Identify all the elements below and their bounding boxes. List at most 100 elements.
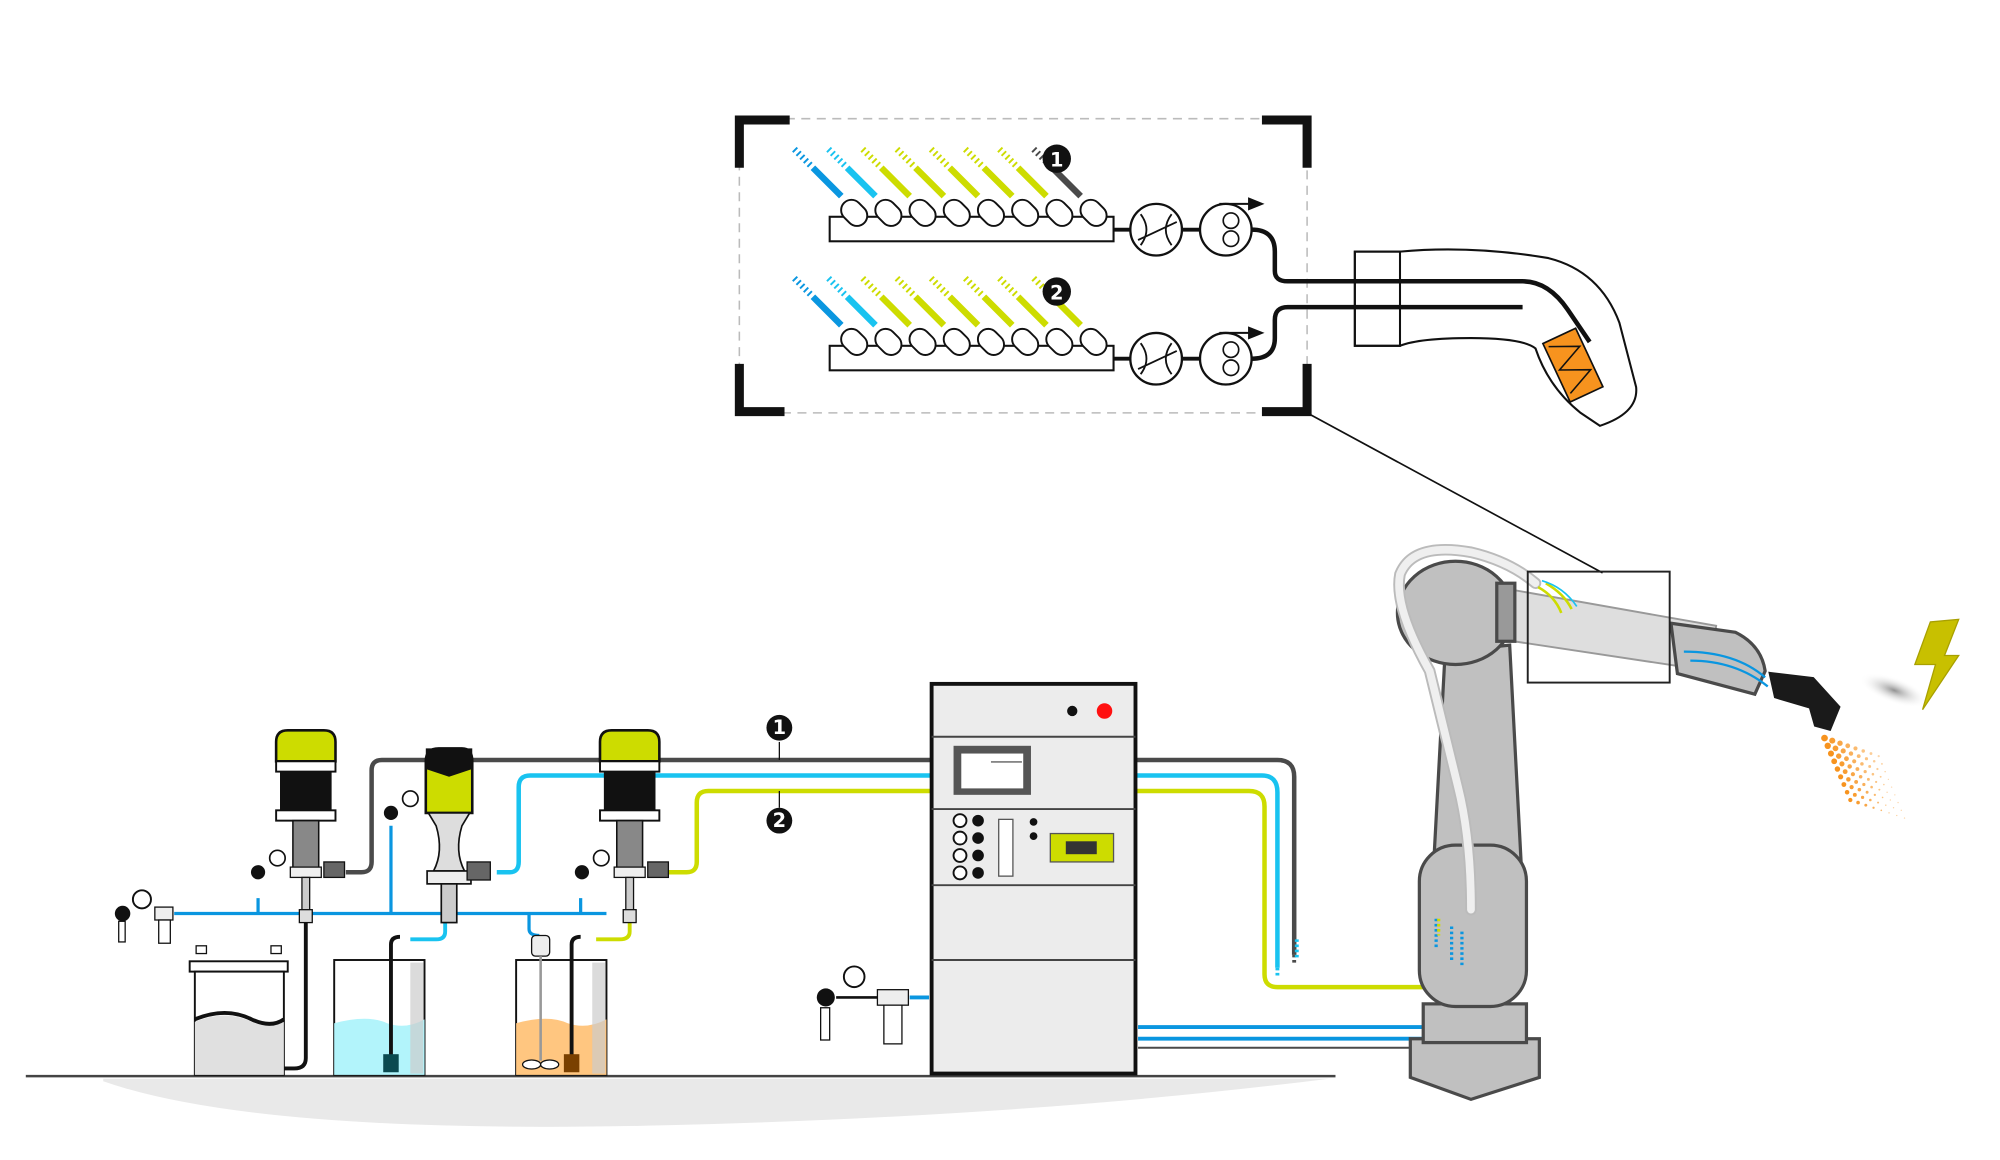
spray-dot	[1872, 806, 1875, 809]
spray-dot	[1869, 798, 1872, 802]
dosing-pump-icon	[1198, 326, 1265, 386]
spray-dot	[1861, 749, 1865, 753]
lightning-shadow	[1859, 673, 1929, 708]
lightning-icon	[1913, 618, 1960, 711]
inset-corner	[734, 363, 785, 417]
pump-center	[424, 747, 491, 924]
svg-text:2: 2	[1050, 281, 1063, 304]
pressure-gauge-icon	[952, 865, 968, 881]
adjust-knob[interactable]	[972, 832, 984, 844]
marker-2-inset: 2	[1042, 277, 1071, 306]
air-line	[174, 825, 607, 938]
color-valve[interactable]	[960, 273, 1042, 359]
spray-dot	[1848, 751, 1854, 756]
line-1-dark	[345, 757, 1297, 955]
spray-dot	[1894, 794, 1896, 796]
spray-dot	[1883, 783, 1885, 786]
spray-dot	[1880, 809, 1883, 812]
black-suction	[283, 918, 308, 1071]
spray-dot	[1829, 737, 1836, 744]
adjust-knob[interactable]	[972, 849, 984, 862]
inset-corner	[734, 115, 790, 168]
piston-pump-1	[250, 729, 346, 924]
color-valve[interactable]	[858, 273, 940, 359]
pressure-gauge-icon	[131, 889, 152, 910]
spray-dot	[1855, 767, 1860, 771]
spray-dot	[1852, 759, 1857, 764]
mixer-icon	[1129, 202, 1184, 257]
spray-dot	[1827, 750, 1835, 757]
marker-1-inset: 1	[1042, 144, 1071, 173]
spray-dot	[1834, 766, 1841, 772]
spray-dot	[1864, 803, 1868, 807]
spray-dot	[1848, 797, 1853, 803]
color-valve[interactable]	[892, 273, 974, 359]
tank-orange	[515, 934, 608, 1076]
spray-dot	[1838, 774, 1844, 780]
color-valve[interactable]	[858, 144, 940, 230]
spray-dot	[1900, 809, 1902, 811]
arm-internal-lines	[1683, 650, 1769, 688]
pressure-gauge-icon	[383, 790, 419, 820]
spray-cloud	[1821, 734, 1906, 819]
adjust-knob[interactable]	[972, 867, 984, 879]
spray-dot	[1860, 795, 1865, 800]
spray-dot	[1844, 756, 1849, 762]
floor-shadow	[103, 1078, 1330, 1127]
spray-dot	[1875, 780, 1878, 784]
control-touchscreen-icon[interactable]	[953, 745, 1031, 795]
spray-dot	[1852, 792, 1857, 797]
spray-dot	[1842, 769, 1848, 775]
tank-gray	[188, 945, 289, 1076]
pressure-gauge-icon	[842, 965, 866, 989]
zoom-leader-line	[1306, 412, 1603, 574]
spray-dot	[1870, 785, 1873, 789]
spray-dot	[1868, 765, 1872, 768]
svg-text:1: 1	[1050, 148, 1063, 171]
hose-2	[1251, 304, 1523, 361]
spray-dot	[1831, 758, 1838, 765]
color-valve[interactable]	[926, 273, 1008, 359]
robot-icon	[1395, 559, 1841, 1102]
pressure-gauge-icon	[574, 849, 610, 880]
piston-pump-2	[574, 729, 670, 924]
adjust-knob[interactable]	[972, 814, 984, 827]
svg-text:2: 2	[773, 809, 786, 832]
color-valve[interactable]	[789, 144, 871, 230]
color-valve[interactable]	[926, 144, 1008, 230]
switch-panel[interactable]	[998, 818, 1014, 877]
control-cabinet	[929, 681, 1138, 1076]
spray-dot	[1845, 743, 1851, 749]
spray-dot	[1821, 734, 1828, 742]
inset-corner	[1261, 115, 1312, 168]
spray-dot	[1885, 804, 1887, 806]
marker-1-lines: 1	[766, 714, 793, 760]
emergency-stop-icon[interactable]	[1096, 703, 1113, 719]
zoom-frame	[1526, 570, 1671, 684]
spray-dot	[1871, 772, 1875, 776]
spray-dot	[1824, 742, 1831, 750]
spray-dot	[1857, 787, 1862, 792]
color-valve[interactable]	[995, 273, 1076, 359]
spray-dot	[1889, 799, 1891, 801]
spray-dot	[1866, 777, 1870, 781]
color-valve[interactable]	[824, 273, 905, 359]
air-regulator-inlet	[114, 889, 174, 944]
color-valve[interactable]	[789, 273, 871, 359]
spray-dot	[1844, 789, 1850, 795]
spray-dot	[1856, 754, 1861, 759]
spray-dot	[1839, 761, 1845, 767]
color-valve[interactable]	[892, 144, 974, 230]
pressure-gauge-icon	[952, 848, 968, 863]
color-valve[interactable]	[960, 144, 1042, 230]
color-valve[interactable]	[995, 144, 1076, 230]
digital-display	[1049, 832, 1115, 863]
color-valve[interactable]	[824, 144, 905, 230]
dosing-pump-icon	[1198, 197, 1265, 257]
spray-dot	[1890, 786, 1893, 788]
line-blue	[496, 773, 1280, 968]
hose-1	[1251, 227, 1592, 344]
key-switch-icon[interactable]	[1067, 705, 1078, 717]
spray-dot	[1856, 800, 1860, 805]
